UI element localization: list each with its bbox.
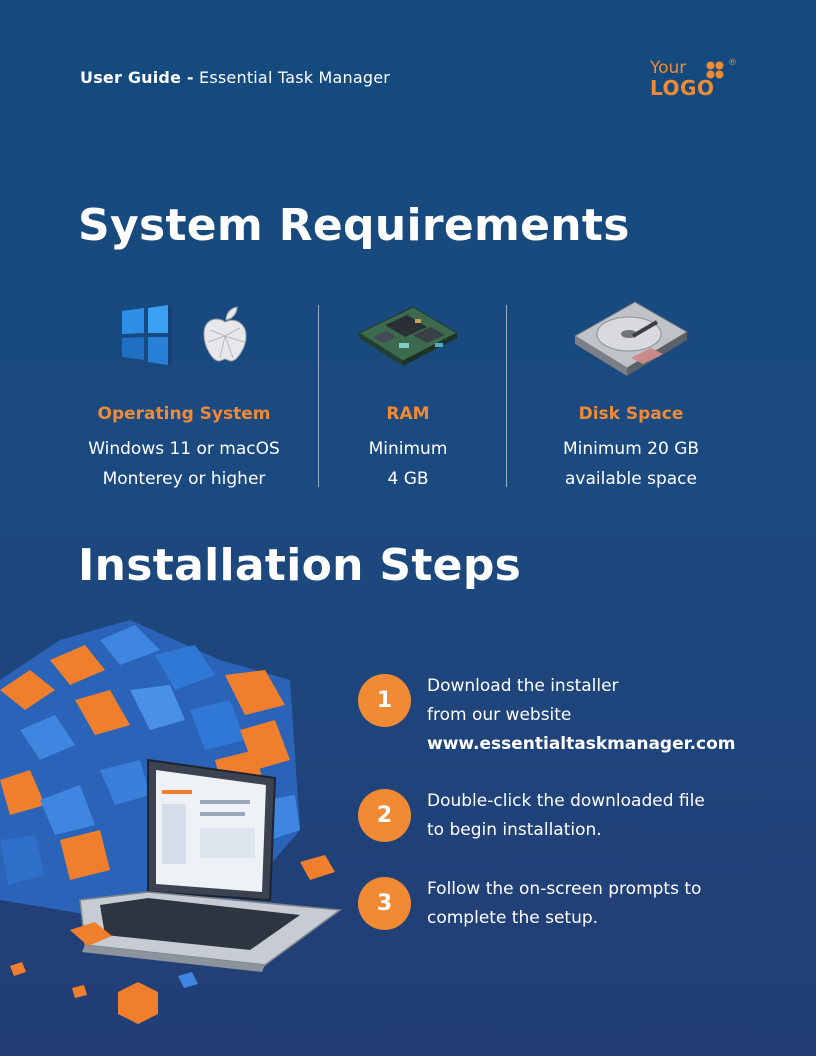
- logo-registered-mark: ®: [728, 58, 737, 68]
- installation-step: 3 Follow the on-screen prompts to comple…: [358, 875, 778, 935]
- step-number-badge: 3: [358, 877, 411, 930]
- requirement-ram: RAM Minimum 4 GB: [328, 290, 488, 494]
- requirement-title: Operating System: [97, 404, 271, 424]
- step-line: from our website: [427, 705, 572, 725]
- logo-line-1: Your: [650, 58, 687, 78]
- logo-line-2: LOGO: [650, 76, 715, 100]
- header-title-rest: Essential Task Manager: [193, 68, 391, 87]
- requirement-detail: Monterey or higher: [102, 469, 266, 489]
- requirement-detail: 4 GB: [387, 469, 429, 489]
- windows-icon: [122, 305, 172, 365]
- requirement-operating-system: Operating System Windows 11 or macOS Mon…: [74, 290, 294, 494]
- website-link[interactable]: www.essentialtaskmanager.com: [427, 734, 736, 754]
- step-number-badge: 2: [358, 789, 411, 842]
- step-line: to begin installation.: [427, 820, 602, 840]
- step-line: Download the installer: [427, 676, 619, 696]
- column-divider: [318, 305, 319, 487]
- document-header: User Guide - Essential Task Manager: [80, 68, 390, 87]
- requirement-title: RAM: [386, 404, 430, 424]
- step-line: complete the setup.: [427, 908, 599, 928]
- logo-mark-icon: [706, 61, 724, 79]
- step-text: Download the installer from our website …: [427, 672, 778, 759]
- header-title-bold: User Guide -: [80, 68, 194, 87]
- installation-step: 2 Double-click the downloaded file to be…: [358, 787, 778, 847]
- step-text: Double-click the downloaded file to begi…: [427, 787, 778, 845]
- memory-module-icon: [357, 306, 459, 366]
- requirement-title: Disk Space: [578, 404, 684, 424]
- step-text: Follow the on-screen prompts to complete…: [427, 875, 778, 933]
- step-line: Double-click the downloaded file: [427, 791, 705, 811]
- company-logo: Your LOGO ®: [650, 58, 742, 100]
- hard-drive-icon: [574, 301, 688, 376]
- apple-icon: [203, 306, 247, 362]
- requirement-detail: available space: [564, 469, 697, 489]
- installation-steps-heading: Installation Steps: [78, 540, 522, 591]
- requirement-detail: Windows 11 or macOS: [88, 439, 280, 459]
- step-number-badge: 1: [358, 674, 411, 727]
- laptop-illustration-icon: [0, 620, 343, 1024]
- installation-steps-list: 1 Download the installer from our websit…: [358, 672, 778, 963]
- requirement-detail: Minimum: [368, 439, 448, 459]
- requirement-disk-space: Disk Space Minimum 20 GB available space: [520, 290, 742, 494]
- system-requirements-heading: System Requirements: [78, 200, 630, 251]
- column-divider: [506, 305, 507, 487]
- requirement-detail: Minimum 20 GB: [562, 439, 700, 459]
- step-line: Follow the on-screen prompts to: [427, 879, 702, 899]
- installation-step: 1 Download the installer from our websit…: [358, 672, 778, 759]
